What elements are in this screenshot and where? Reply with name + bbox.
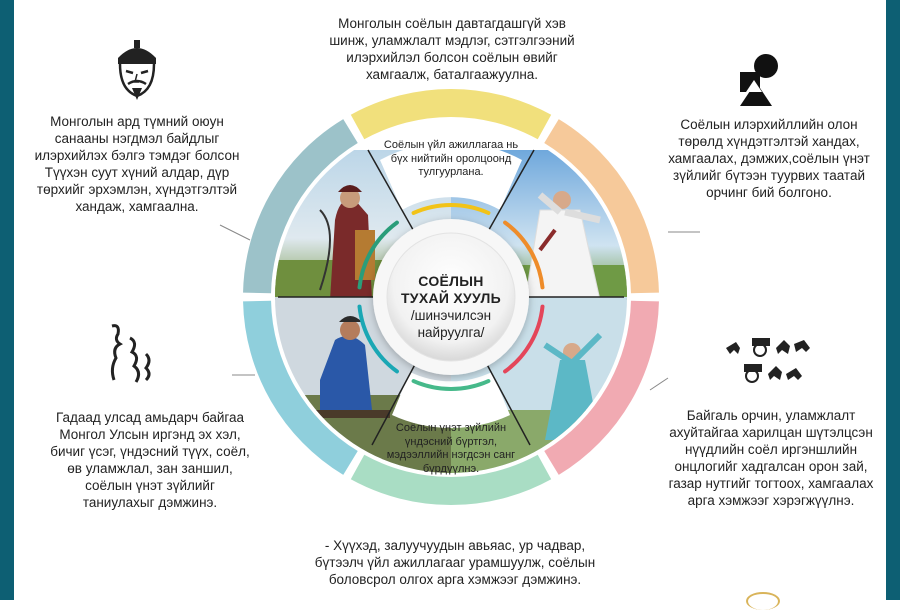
center-label: СОЁЛЫН ТУХАЙ ХУУЛЬ /шинэчилсэн найруулга… (381, 273, 521, 341)
inner-bottom-label: Соёлын үнэт зүйлийн үндэсний бүртгэл, мэ… (386, 422, 516, 475)
ring-segment-top (350, 89, 552, 140)
center-title-line1: СОЁЛЫН (418, 273, 484, 289)
inner-top-label: Соёлын үйл ажиллагаа нь бүх нийтийн орол… (383, 139, 519, 178)
outer-color-ring (243, 89, 659, 506)
center-title-line2: ТУХАЙ ХУУЛЬ (400, 290, 502, 306)
ring-segment-right (544, 300, 659, 475)
right-bottom-text: Байгаль орчин, уламжлалт ахуйтайгаа хари… (668, 408, 874, 508)
ring-segment-bottom (350, 454, 552, 506)
abstract-shapes-icon (740, 54, 778, 106)
center-subtitle-line1: /шинэчилсэн (410, 308, 492, 323)
horse-carts-icon (726, 338, 810, 383)
inner-arc-left-top (357, 220, 399, 290)
ring-segment-left-bottom (243, 300, 358, 475)
right-edge-bar (886, 0, 900, 600)
ring-segment-top-right (544, 119, 659, 294)
right-top-text: Соёлын илэрхийллийн олон төрөлд хүндэтгэ… (668, 117, 870, 200)
left-bottom-text: Гадаад улсад амьдарч байгаа Монгол Улсын… (50, 410, 250, 510)
center-subtitle-line2: найруулга/ (417, 325, 485, 340)
top-text: Монголын соёлын давтагдашгүй хэв шинж, у… (329, 16, 575, 82)
ring-segment-left-top (243, 119, 358, 294)
inner-arc-right-top (503, 220, 545, 290)
mongol-script-icon (110, 324, 151, 383)
inner-color-arcs (357, 203, 545, 391)
chinggis-portrait-icon (118, 40, 156, 100)
inner-arc-left (357, 304, 399, 374)
inner-arc-right-bottom (503, 304, 545, 374)
corner-decoration (746, 592, 780, 610)
left-top-text: Монголын ард түмний оюун санааны нэгдмэл… (34, 114, 240, 214)
bottom-text: - Хүүхэд, залуучуудын авьяас, ур чадвар,… (314, 538, 596, 587)
left-edge-bar (0, 0, 14, 600)
inner-arc-bottom (411, 379, 491, 391)
inner-arc-top (411, 203, 491, 215)
